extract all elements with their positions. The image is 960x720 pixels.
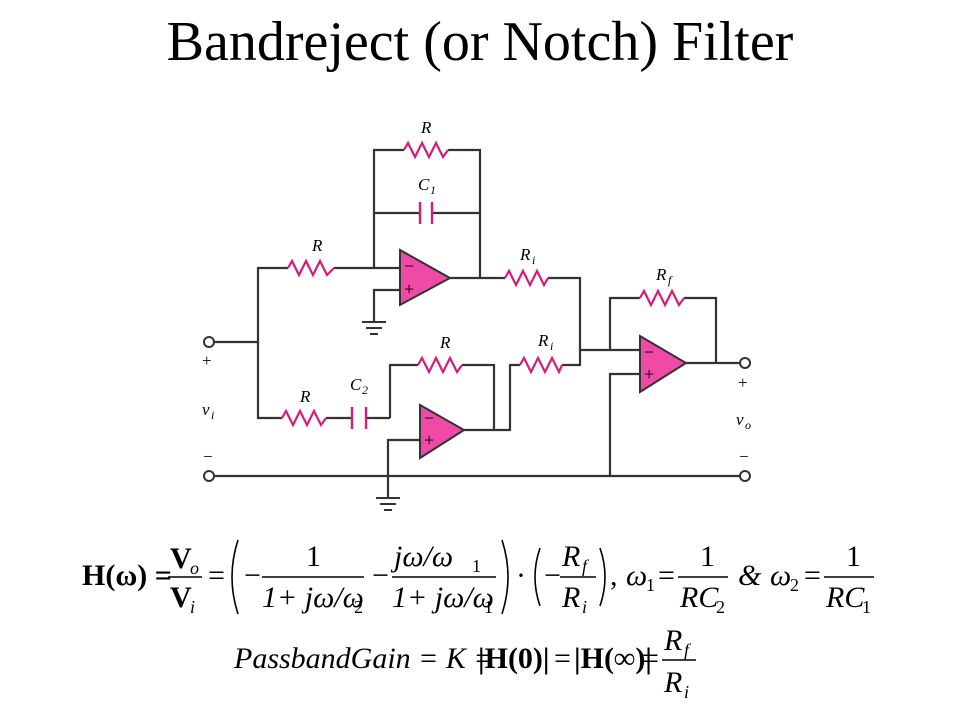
resistor-r-in-top — [287, 258, 335, 278]
label-c2-sub: 2 — [362, 383, 368, 397]
capacitors — [350, 202, 434, 429]
eq-minus-1: − — [244, 559, 261, 592]
label-r-top: R — [420, 118, 432, 137]
label-r-in-bottom: R — [299, 387, 311, 406]
transfer-function-equation: H(ω) = V o V i = − 1 1+ jω/ω 2 − jω/ω 1 … — [82, 539, 874, 617]
label-vo-sub: o — [745, 418, 751, 432]
gain-lhs: PassbandGain = K = — [233, 642, 494, 675]
component-labels: R C 1 R R i R f R R i R C 2 + v i − + v … — [202, 118, 751, 466]
resistor-r-in-bottom — [281, 408, 327, 428]
output-terminal-top — [739, 357, 751, 369]
opamp-top-plus: + — [404, 279, 414, 299]
terminals — [203, 336, 751, 482]
label-vi-sub: i — [211, 408, 214, 422]
wires — [214, 148, 740, 498]
label-rf: R — [655, 265, 667, 284]
resistor-rf — [639, 288, 685, 308]
opamps — [399, 248, 688, 460]
gain-hinf: |H(∞)| — [574, 642, 652, 675]
eq-num-b-sub: 1 — [472, 556, 481, 576]
eq-equals: = — [208, 559, 225, 592]
resistors — [281, 140, 685, 428]
eq-rf-sub: f — [582, 556, 590, 576]
eq-vi-sub: i — [190, 597, 195, 617]
resistor-r-top — [403, 140, 449, 160]
eq-w2-sub: 2 — [790, 575, 799, 595]
label-vi-minus: − — [203, 447, 213, 466]
eq-vi: V — [170, 581, 192, 614]
eq-den-a: 1+ jω/ω — [262, 581, 364, 614]
eq-w2-equals: = — [804, 559, 821, 592]
opamp-top — [399, 248, 453, 307]
eq-ri-sub: i — [582, 597, 587, 617]
output-terminal-bottom — [739, 470, 751, 482]
eq-one-a: 1 — [306, 540, 321, 573]
opamp-summing — [639, 334, 688, 394]
label-vo-plus: + — [738, 373, 748, 392]
eq-minus-2: − — [372, 559, 389, 592]
resistor-ri-mid — [519, 355, 564, 375]
opamp-summing-minus: − — [644, 342, 654, 362]
eq-w1: ω — [626, 559, 647, 592]
gain-ri: R — [663, 666, 682, 699]
gain-equals-2: = — [554, 642, 571, 675]
opamp-bottom-minus: − — [424, 408, 434, 428]
opamp-bottom-plus: + — [424, 430, 434, 450]
slide-title: Bandreject (or Notch) Filter — [166, 11, 794, 73]
label-vo-minus: − — [739, 447, 749, 466]
eq-dot: · — [516, 559, 526, 592]
label-c2: C — [350, 375, 362, 394]
eq-comma: , — [610, 559, 618, 592]
label-r-in-top: R — [311, 236, 323, 255]
eq-den-a-sub: 2 — [354, 597, 363, 617]
label-ri-top: R — [519, 245, 531, 264]
input-terminal-bottom — [203, 470, 215, 482]
gain-h0: |H(0)| — [478, 642, 550, 675]
eq-den-b: 1+ jω/ω — [392, 581, 494, 614]
label-vi-plus: + — [202, 351, 212, 370]
label-ri-top-sub: i — [532, 253, 535, 267]
eq-one-c: 1 — [700, 540, 715, 573]
label-c1-sub: 1 — [430, 183, 436, 197]
passband-gain-equation: PassbandGain = K = |H(0)| = |H(∞)| = R f… — [233, 624, 696, 702]
eq-ampersand: & — [738, 559, 762, 592]
opamp-signs: − + − + − + — [404, 256, 654, 450]
resistor-ri-top — [504, 268, 549, 288]
gain-equals-3: = — [642, 642, 659, 675]
opamp-summing-plus: + — [644, 364, 654, 384]
eq-rc2: RC — [679, 581, 719, 614]
gain-rf-sub: f — [684, 640, 692, 660]
gain-rf: R — [663, 624, 682, 657]
label-r-mid: R — [439, 333, 451, 352]
opamp-bottom — [419, 403, 466, 460]
label-c1: C — [418, 175, 430, 194]
label-vi: v — [202, 400, 210, 419]
eq-rc1: RC — [825, 581, 865, 614]
opamp-top-minus: − — [404, 256, 414, 276]
eq-w1-equals: = — [658, 559, 675, 592]
eq-rc2-sub: 2 — [716, 597, 725, 617]
eq-w1-sub: 1 — [646, 575, 655, 595]
label-vo: v — [736, 410, 744, 429]
eq-den-b-sub: 1 — [484, 597, 493, 617]
eq-minus-3: − — [544, 559, 561, 592]
eq-ri: R — [561, 581, 580, 614]
eq-num-b: jω/ω — [390, 540, 453, 573]
label-rf-sub: f — [668, 273, 673, 287]
eq-vo: V — [170, 542, 192, 575]
resistor-r-mid — [417, 355, 463, 375]
label-ri-mid: R — [537, 331, 549, 350]
eq-one-d: 1 — [846, 540, 861, 573]
input-terminal-top — [203, 336, 215, 348]
label-ri-mid-sub: i — [550, 339, 553, 353]
eq-rc1-sub: 1 — [862, 597, 871, 617]
eq-w2: ω — [770, 559, 791, 592]
eq-vo-sub: o — [190, 558, 199, 578]
ground-symbols — [362, 321, 400, 511]
eq-lhs: H(ω) = — [82, 559, 172, 592]
eq-rf: R — [561, 540, 580, 573]
gain-ri-sub: i — [684, 682, 689, 702]
